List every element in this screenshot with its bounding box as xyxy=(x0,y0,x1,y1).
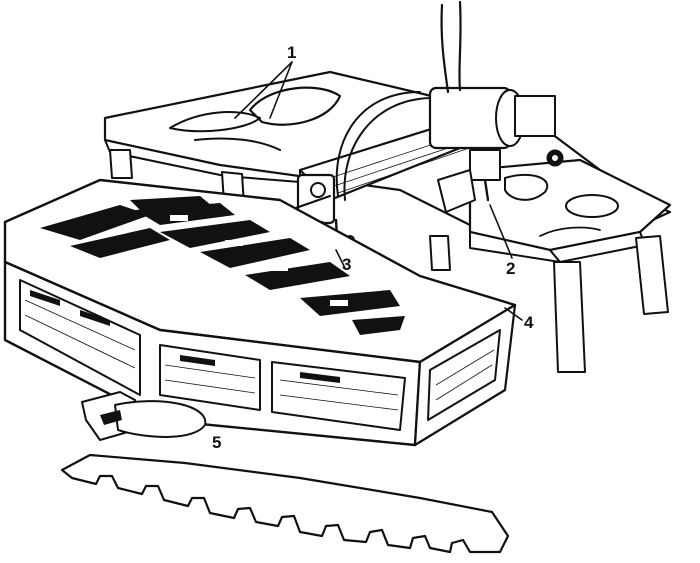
template-table-leg xyxy=(109,149,133,179)
cut-out-slot xyxy=(160,220,270,248)
cable xyxy=(458,0,462,92)
copying-head xyxy=(469,149,501,181)
tracer-stylus xyxy=(483,178,490,202)
template-piece xyxy=(248,86,342,126)
cut-out-slot xyxy=(245,262,350,290)
callout-2: 2 xyxy=(506,259,516,278)
cut-out-slot xyxy=(40,205,150,240)
cutting-table xyxy=(3,178,517,447)
extension-leg xyxy=(635,235,669,315)
callout-4: 4 xyxy=(524,313,534,332)
hose xyxy=(335,91,421,197)
gear-housing xyxy=(514,95,556,137)
round-template xyxy=(565,194,619,218)
cut-parts xyxy=(60,391,510,554)
leader-lines xyxy=(234,61,523,321)
callout-3: 3 xyxy=(342,255,352,274)
template-piece xyxy=(194,137,281,151)
extension-leg xyxy=(553,261,586,373)
cut-out-slot xyxy=(130,196,212,210)
cut-out-slot xyxy=(352,316,405,335)
cable xyxy=(440,3,450,94)
gantry-carriage xyxy=(288,0,564,290)
copy-arm-bracket xyxy=(437,169,476,213)
template-piece xyxy=(504,173,549,201)
cut-out-slot xyxy=(70,228,170,258)
callout-5: 5 xyxy=(212,433,222,452)
template-piece xyxy=(169,111,261,133)
small-part xyxy=(114,400,207,438)
cut-out-slot xyxy=(300,290,400,316)
cut-out-slot xyxy=(200,238,310,268)
extension-leg xyxy=(429,235,451,271)
cutting-table-side xyxy=(413,303,517,447)
callout-1: 1 xyxy=(287,43,297,62)
toothed-strip xyxy=(60,453,510,554)
hose xyxy=(343,97,431,201)
